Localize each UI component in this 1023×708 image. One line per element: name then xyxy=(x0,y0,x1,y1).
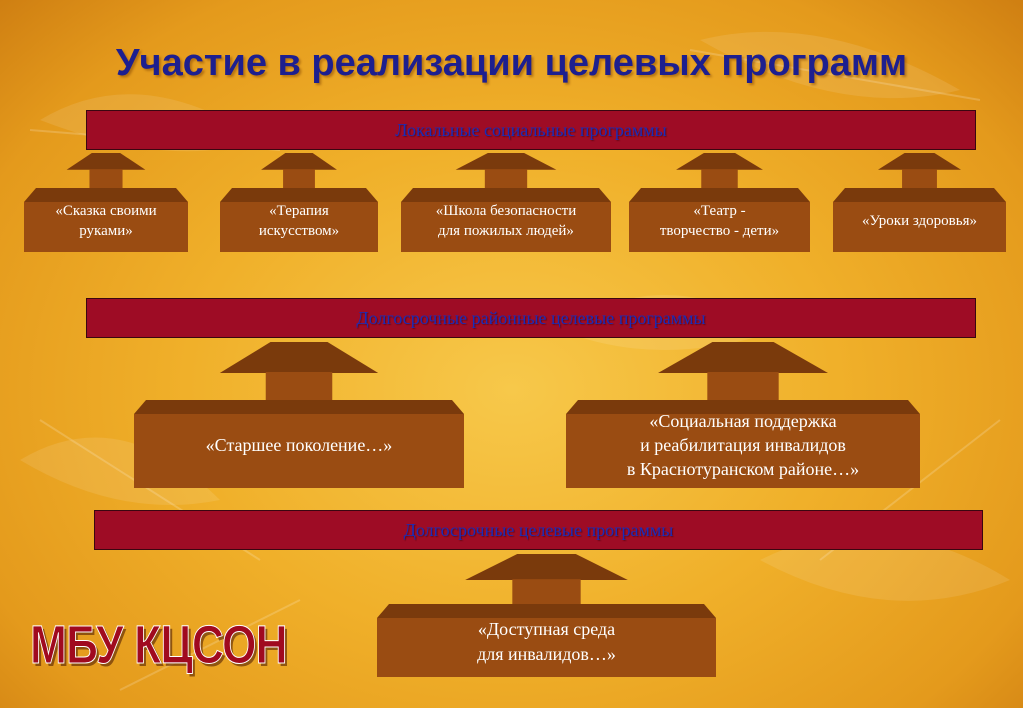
box-bevel xyxy=(401,188,611,202)
arrow-head xyxy=(676,153,763,170)
box-bevel xyxy=(833,188,1006,202)
program-box-shape xyxy=(566,342,920,488)
program-label: «Школа безопасности для пожилых людей» xyxy=(435,202,577,239)
arrow-stem xyxy=(902,169,937,190)
arrow-head xyxy=(219,342,379,373)
program-art-therapy: «Терапия искусством» xyxy=(220,153,378,252)
program-accessible-environment: «Доступная среда для инвалидов…» xyxy=(377,554,716,677)
program-label: «Уроки здоровья» xyxy=(862,212,977,229)
arrow-head xyxy=(465,554,628,581)
program-safety-school: «Школа безопасности для пожилых людей» xyxy=(401,153,611,252)
program-box-shape xyxy=(377,554,716,677)
box-body xyxy=(220,202,378,252)
box-bevel xyxy=(566,400,920,414)
arrow-stem xyxy=(512,579,581,606)
program-fairy-tale: «Сказка своими руками» xyxy=(24,153,188,252)
title-area: Участие в реализации целевых программ xyxy=(0,38,1023,110)
arrow-head xyxy=(658,342,828,373)
program-box-shape xyxy=(24,153,188,252)
arrow-stem xyxy=(707,372,779,402)
arrow-stem xyxy=(484,169,528,190)
program-box-shape xyxy=(134,342,464,488)
box-body xyxy=(401,202,611,252)
program-older-generation: «Старшее поколение…» xyxy=(134,342,464,488)
section-local-banner: Локальные социальные программы xyxy=(86,110,976,150)
box-bevel xyxy=(377,604,716,618)
program-disability-support: «Социальная поддержка и реабилитация инв… xyxy=(566,342,920,488)
arrow-stem xyxy=(283,169,315,190)
program-health-lessons: «Уроки здоровья» xyxy=(833,153,1006,252)
box-bevel xyxy=(134,400,464,414)
program-label: «Старшее поколение…» xyxy=(205,434,393,455)
box-body xyxy=(629,202,810,252)
arrow-stem xyxy=(701,169,738,190)
box-body xyxy=(24,202,188,252)
program-box-shape xyxy=(833,153,1006,252)
program-label: «Театр - творчество - дети» xyxy=(659,202,780,239)
box-bevel xyxy=(24,188,188,202)
program-label: «Терапия искусством» xyxy=(258,202,340,239)
program-box-shape xyxy=(401,153,611,252)
box-bevel xyxy=(629,188,810,202)
program-label: «Социальная поддержка и реабилитация инв… xyxy=(626,410,860,480)
footer-logo: МБУ КЦСОН xyxy=(30,615,288,676)
box-body xyxy=(377,618,716,677)
section-district-banner: Долгосрочные районные целевые программы xyxy=(86,298,976,338)
program-box-shape xyxy=(629,153,810,252)
arrow-head xyxy=(261,153,337,170)
slide-title: Участие в реализации целевых программ xyxy=(115,42,908,84)
program-label: «Сказка своими руками» xyxy=(55,202,157,239)
arrow-head xyxy=(455,153,557,170)
box-body xyxy=(833,202,1006,252)
arrow-stem xyxy=(265,372,333,402)
section-target-banner: Долгосрочные целевые программы xyxy=(94,510,983,550)
box-body xyxy=(566,414,920,488)
arrow-head xyxy=(66,153,146,170)
arrow-head xyxy=(877,153,962,170)
program-box-shape xyxy=(220,153,378,252)
program-theatre: «Театр - творчество - дети» xyxy=(629,153,810,252)
program-label: «Доступная среда для инвалидов…» xyxy=(477,619,616,664)
arrow-stem xyxy=(89,169,123,190)
box-body xyxy=(134,414,464,488)
box-bevel xyxy=(220,188,378,202)
